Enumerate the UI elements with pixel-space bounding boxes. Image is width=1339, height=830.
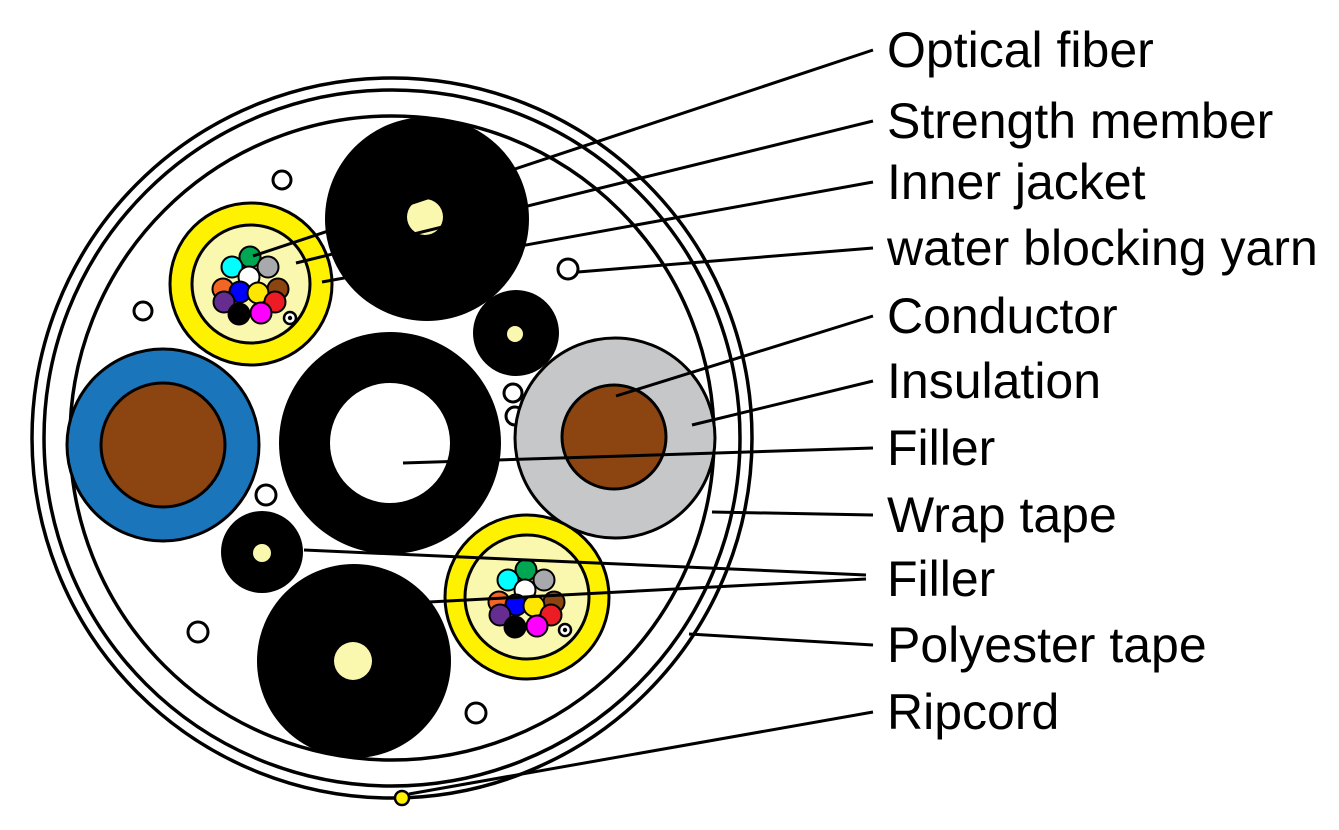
polyester-tape-ring [42, 88, 742, 788]
leader-wrap-tape [711, 510, 874, 517]
label-polyester-tape: Polyester tape [887, 617, 1207, 673]
filler-core-dot [407, 199, 443, 235]
leader-strength-member [295, 119, 874, 265]
water-blocking-yarn [254, 483, 278, 507]
ripcord [393, 789, 411, 807]
optical-fiber-slate [532, 568, 556, 592]
label-insulation: Insulation [887, 353, 1101, 409]
optical-fiber-violet [212, 290, 236, 314]
water-blocking-yarn [502, 382, 524, 404]
label-conductor: Conductor [887, 288, 1118, 344]
leader-conductor [615, 314, 874, 398]
label-filler-1: Filler [887, 420, 995, 476]
filler-core-dot [507, 326, 523, 342]
label-column: Optical fiber Strength member Inner jack… [886, 22, 1318, 740]
leader-ripcord [408, 710, 874, 796]
label-strength-member: Strength member [887, 93, 1273, 149]
leader-optical-fiber [252, 48, 874, 258]
leader-inner-jacket [321, 180, 874, 284]
water-blocking-yarn [132, 300, 154, 322]
optical-fiber-rose [525, 614, 549, 638]
water-blocking-yarn [271, 169, 293, 191]
leader-filler-1 [402, 446, 874, 465]
water-blocking-yarn [186, 620, 210, 644]
water-blocking-yarn [556, 257, 580, 281]
leader-insulation [691, 379, 874, 427]
leader-lines [252, 48, 874, 796]
water-blocking-yarn [464, 701, 488, 725]
leader-filler-2b [428, 577, 867, 604]
fiber-unit-top-left [168, 201, 334, 367]
leader-water-blocking-yarn [577, 246, 874, 274]
leader-polyester-tape [688, 632, 874, 647]
label-filler-2: Filler [887, 551, 995, 607]
optical-fiber-black [503, 615, 527, 639]
optical-fiber-aqua [496, 568, 520, 592]
binder-dot [562, 627, 568, 633]
label-optical-fiber: Optical fiber [887, 22, 1154, 78]
binder-dot [287, 315, 293, 321]
label-wrap-tape: Wrap tape [887, 487, 1117, 543]
optical-fiber-violet [488, 603, 512, 627]
conductor-left [99, 381, 227, 509]
optical-fiber-aqua [220, 255, 244, 279]
central-filler-hole [330, 383, 450, 503]
label-ripcord: Ripcord [887, 684, 1059, 740]
conductor-right [560, 383, 668, 491]
filler-core-dot [253, 544, 271, 562]
label-water-blocking-yarn: water blocking yarn [886, 220, 1318, 276]
filler-core-dot [334, 642, 372, 680]
optical-fiber-black [227, 302, 251, 326]
optical-fiber-slate [256, 255, 280, 279]
label-inner-jacket: Inner jacket [887, 154, 1146, 210]
optical-fiber-rose [249, 301, 273, 325]
leader-filler-2a [303, 548, 867, 577]
